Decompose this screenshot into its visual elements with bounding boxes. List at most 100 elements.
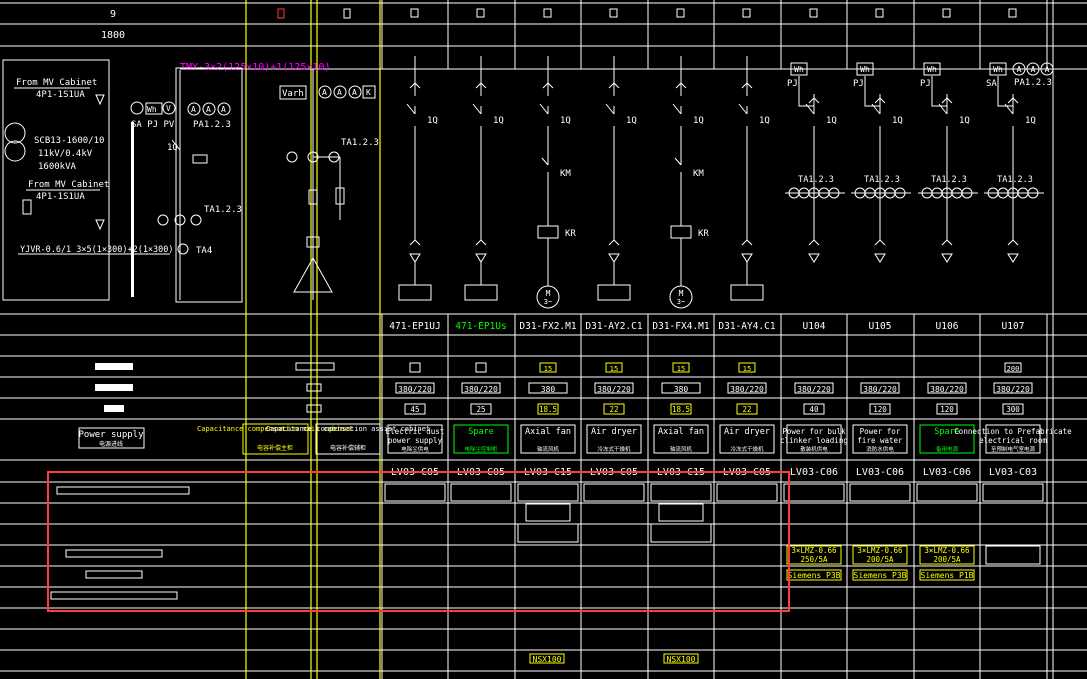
feeder-tag2: 380/220 bbox=[730, 385, 764, 394]
feeder-tag3: 22 bbox=[609, 405, 618, 414]
feeder-kr-label: KR bbox=[698, 229, 709, 239]
feeder-ta-label: TA1.2.3 bbox=[864, 175, 900, 185]
feeder-meter-link bbox=[931, 76, 947, 107]
transformer-icon-top bbox=[4, 122, 26, 144]
feeder-desc-box bbox=[985, 424, 1041, 454]
row-marker-2 bbox=[95, 384, 133, 391]
feeder-desc-cn: 电除尘供电 bbox=[401, 445, 429, 453]
feeder-desc-label: Power for bbox=[860, 427, 901, 436]
feeder-tag3-box bbox=[736, 403, 758, 415]
selection-rectangle[interactable] bbox=[47, 471, 790, 612]
header-row: 9 1800 bbox=[101, 8, 351, 41]
nsx-tag-box-1 bbox=[529, 653, 565, 664]
motor-icon bbox=[536, 285, 560, 309]
pa-label: PA1.2.3 bbox=[193, 120, 231, 130]
ammeter-a-3: A bbox=[221, 105, 226, 114]
feeder-desc-cn: 至预制电气室电源 bbox=[991, 445, 1036, 453]
feeder-code: U104 bbox=[803, 321, 826, 332]
incoming-frame bbox=[2, 59, 110, 301]
feeder-wh-meter-icon bbox=[923, 62, 941, 76]
feeder-tag2-box bbox=[860, 382, 900, 394]
comp-a-3: A bbox=[352, 88, 357, 97]
feeder-tag2-box bbox=[661, 382, 701, 394]
feeder-tag2: 380/220 bbox=[930, 385, 964, 394]
motor-label: M bbox=[679, 289, 684, 298]
feeder-brand-box bbox=[919, 569, 975, 581]
feeder-code: 471-EP1Us bbox=[455, 321, 506, 332]
comp-a-1: A bbox=[322, 88, 327, 97]
feeder-desc-cn: 散装机供电 bbox=[800, 445, 828, 453]
comp-ammeter-icon-3 bbox=[348, 85, 362, 99]
feeder-desc-cn: 冷冻式干燥机 bbox=[597, 445, 631, 453]
header-box-1 bbox=[476, 8, 485, 18]
feeder-out-arrow-icon bbox=[608, 253, 620, 263]
mv-from-bottom-id: 4P1-1S1UA bbox=[36, 192, 85, 202]
header-box-5 bbox=[742, 8, 751, 18]
feeder-brand-box bbox=[852, 569, 908, 581]
feeder-ct: 3×LMZ-0.66 bbox=[857, 546, 903, 555]
feeder-wh-meter-icon bbox=[856, 62, 874, 76]
feeder-desc-label: Connection to Prefabricate bbox=[954, 427, 1072, 436]
feeder-tag2: 380/220 bbox=[863, 385, 897, 394]
feeder-desc-cn: 轴流风机 bbox=[537, 445, 560, 453]
cap-assist-label: Capacitance compensation assist cabinet bbox=[266, 425, 430, 433]
feeder-code: U106 bbox=[936, 321, 959, 332]
feeder-ct-box bbox=[852, 545, 908, 565]
feeder-tag1-box bbox=[539, 362, 557, 373]
load-box-icon bbox=[398, 284, 432, 301]
power-supply-label: Power supply bbox=[78, 430, 144, 440]
feeder-ammeter-icon bbox=[1012, 62, 1026, 76]
compensation-section: Varh A A A K TA1.2.3 bbox=[279, 69, 379, 300]
feeder-tag3: 120 bbox=[940, 405, 954, 414]
feeder-tag1: 15 bbox=[544, 365, 552, 373]
feeder-wh-meter-icon bbox=[989, 62, 1007, 76]
spec-bar-3 bbox=[85, 570, 143, 579]
header-markers bbox=[410, 8, 1017, 18]
header-marker bbox=[343, 8, 351, 19]
trip-unit-icon bbox=[192, 154, 208, 164]
feeder-tag3-box bbox=[670, 403, 692, 415]
feeder-meter-label: PJ bbox=[853, 79, 864, 89]
feeder-tag3-box bbox=[936, 403, 958, 415]
feeder-out-chevron-icon bbox=[941, 239, 953, 246]
feeder-tag3: 40 bbox=[809, 405, 819, 414]
busbar-label: TMY-3×2(125×10)+1(125×10) bbox=[180, 62, 331, 73]
feeder-q-label: 1Q bbox=[626, 116, 637, 126]
feeder-out-arrow-icon bbox=[409, 253, 421, 263]
nsx-tag-1: NSX100 bbox=[533, 655, 562, 664]
ta123-label: TA1.2.3 bbox=[204, 205, 242, 215]
ground-icon bbox=[22, 199, 32, 215]
feeder-out-arrow-icon bbox=[941, 253, 953, 263]
feeder-breaker-blade bbox=[672, 103, 682, 115]
bottom-tags: NSX100 NSX100 bbox=[529, 653, 699, 664]
feeder-km-label: KM bbox=[560, 169, 571, 179]
feeder-tag2: 380/220 bbox=[464, 385, 498, 394]
feeder-breaker-blade bbox=[539, 103, 549, 115]
feeder-ammeter-icon bbox=[1026, 62, 1040, 76]
feeder-ammeter-a: A bbox=[1031, 65, 1036, 74]
cable-label: YJVR-0.6/1 3×5(1×300)+2(1×300) bbox=[20, 245, 174, 255]
busbar: TMY-3×2(125×10)+1(125×10) bbox=[180, 62, 1087, 73]
ammeter-icon-1 bbox=[187, 102, 201, 116]
comp-ammeter-icon-2 bbox=[333, 85, 347, 99]
feeder-tag2: 380 bbox=[674, 385, 689, 394]
feeder-tag2: 380/220 bbox=[398, 385, 432, 394]
feeder-breaker-blade bbox=[472, 103, 482, 115]
feeder-out-chevron-icon bbox=[608, 239, 620, 246]
feeder-spec-box bbox=[849, 483, 911, 502]
header-box-7 bbox=[875, 8, 884, 18]
feeder-wh-label: Wh bbox=[927, 65, 937, 74]
left-spec-bars bbox=[50, 486, 190, 600]
feeder-desc-box bbox=[719, 424, 775, 454]
feeder-ct-box bbox=[786, 545, 842, 565]
feeder-ratio: 200/5A bbox=[933, 555, 961, 564]
feeder-spec-box bbox=[384, 483, 446, 502]
cap-main-label: Capacitance compensation main cabinet bbox=[197, 425, 353, 433]
feeder-wh-label: Wh bbox=[794, 65, 804, 74]
feeder-tag3-box bbox=[404, 403, 426, 415]
feeder-spec-box bbox=[450, 483, 512, 502]
feeder-breaker-blade bbox=[406, 103, 416, 115]
feeder-tag1-box bbox=[738, 362, 756, 373]
